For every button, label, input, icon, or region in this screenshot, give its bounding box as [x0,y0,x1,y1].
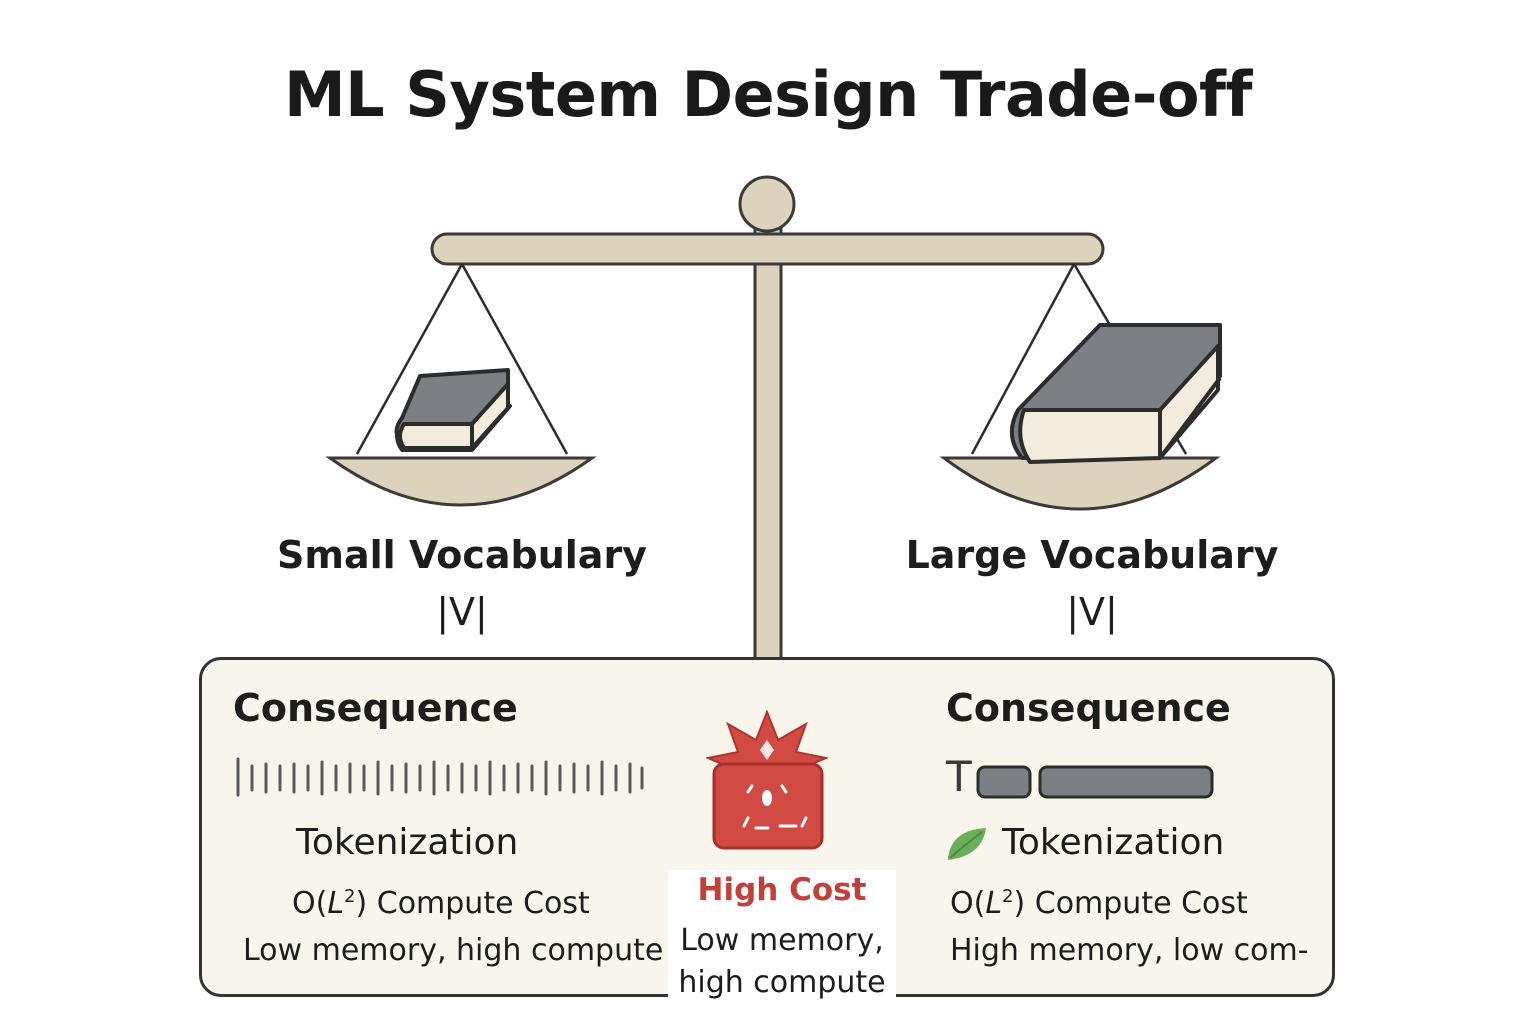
left-consequence-heading: Consequence [233,686,518,730]
scale-pole [753,223,783,663]
right-scale-pan [939,456,1221,511]
large-vocabulary-label: Large Vocabulary [905,533,1279,577]
left-compute-cost: O(L2) Compute Cost [292,886,590,921]
right-consequence-heading: Consequence [946,686,1231,730]
leaf-icon [948,828,986,860]
scale-beam [430,232,1105,266]
long-token-bars-icon [976,765,1214,799]
diagram-title: ML System Design Trade-off [283,58,1253,131]
high-cost-callout: High Cost Low memory, high compute [668,870,896,1030]
right-memory-compute-note: High memory, low com- [950,933,1309,968]
token-glyph: T [946,752,972,801]
short-token-bars-icon [236,757,644,797]
left-memory-compute-note: Low memory, high compute [243,933,664,968]
small-vocabulary-size: |V| [436,590,488,634]
small-book-icon [394,368,512,452]
right-compute-cost: O(L2) Compute Cost [950,886,1248,921]
left-scale-pan [325,456,597,507]
right-tokenization-label: Tokenization [1002,822,1225,863]
high-cost-note: Low memory, high compute [678,923,886,1000]
high-cost-alert-icon [706,710,828,850]
left-tokenization-label: Tokenization [296,822,519,863]
small-vocabulary-label: Small Vocabulary [277,533,647,577]
large-vocabulary-size: |V| [1066,590,1118,634]
large-book-icon [1010,323,1222,464]
scale-knob [738,175,796,233]
high-cost-badge: High Cost [697,872,867,908]
